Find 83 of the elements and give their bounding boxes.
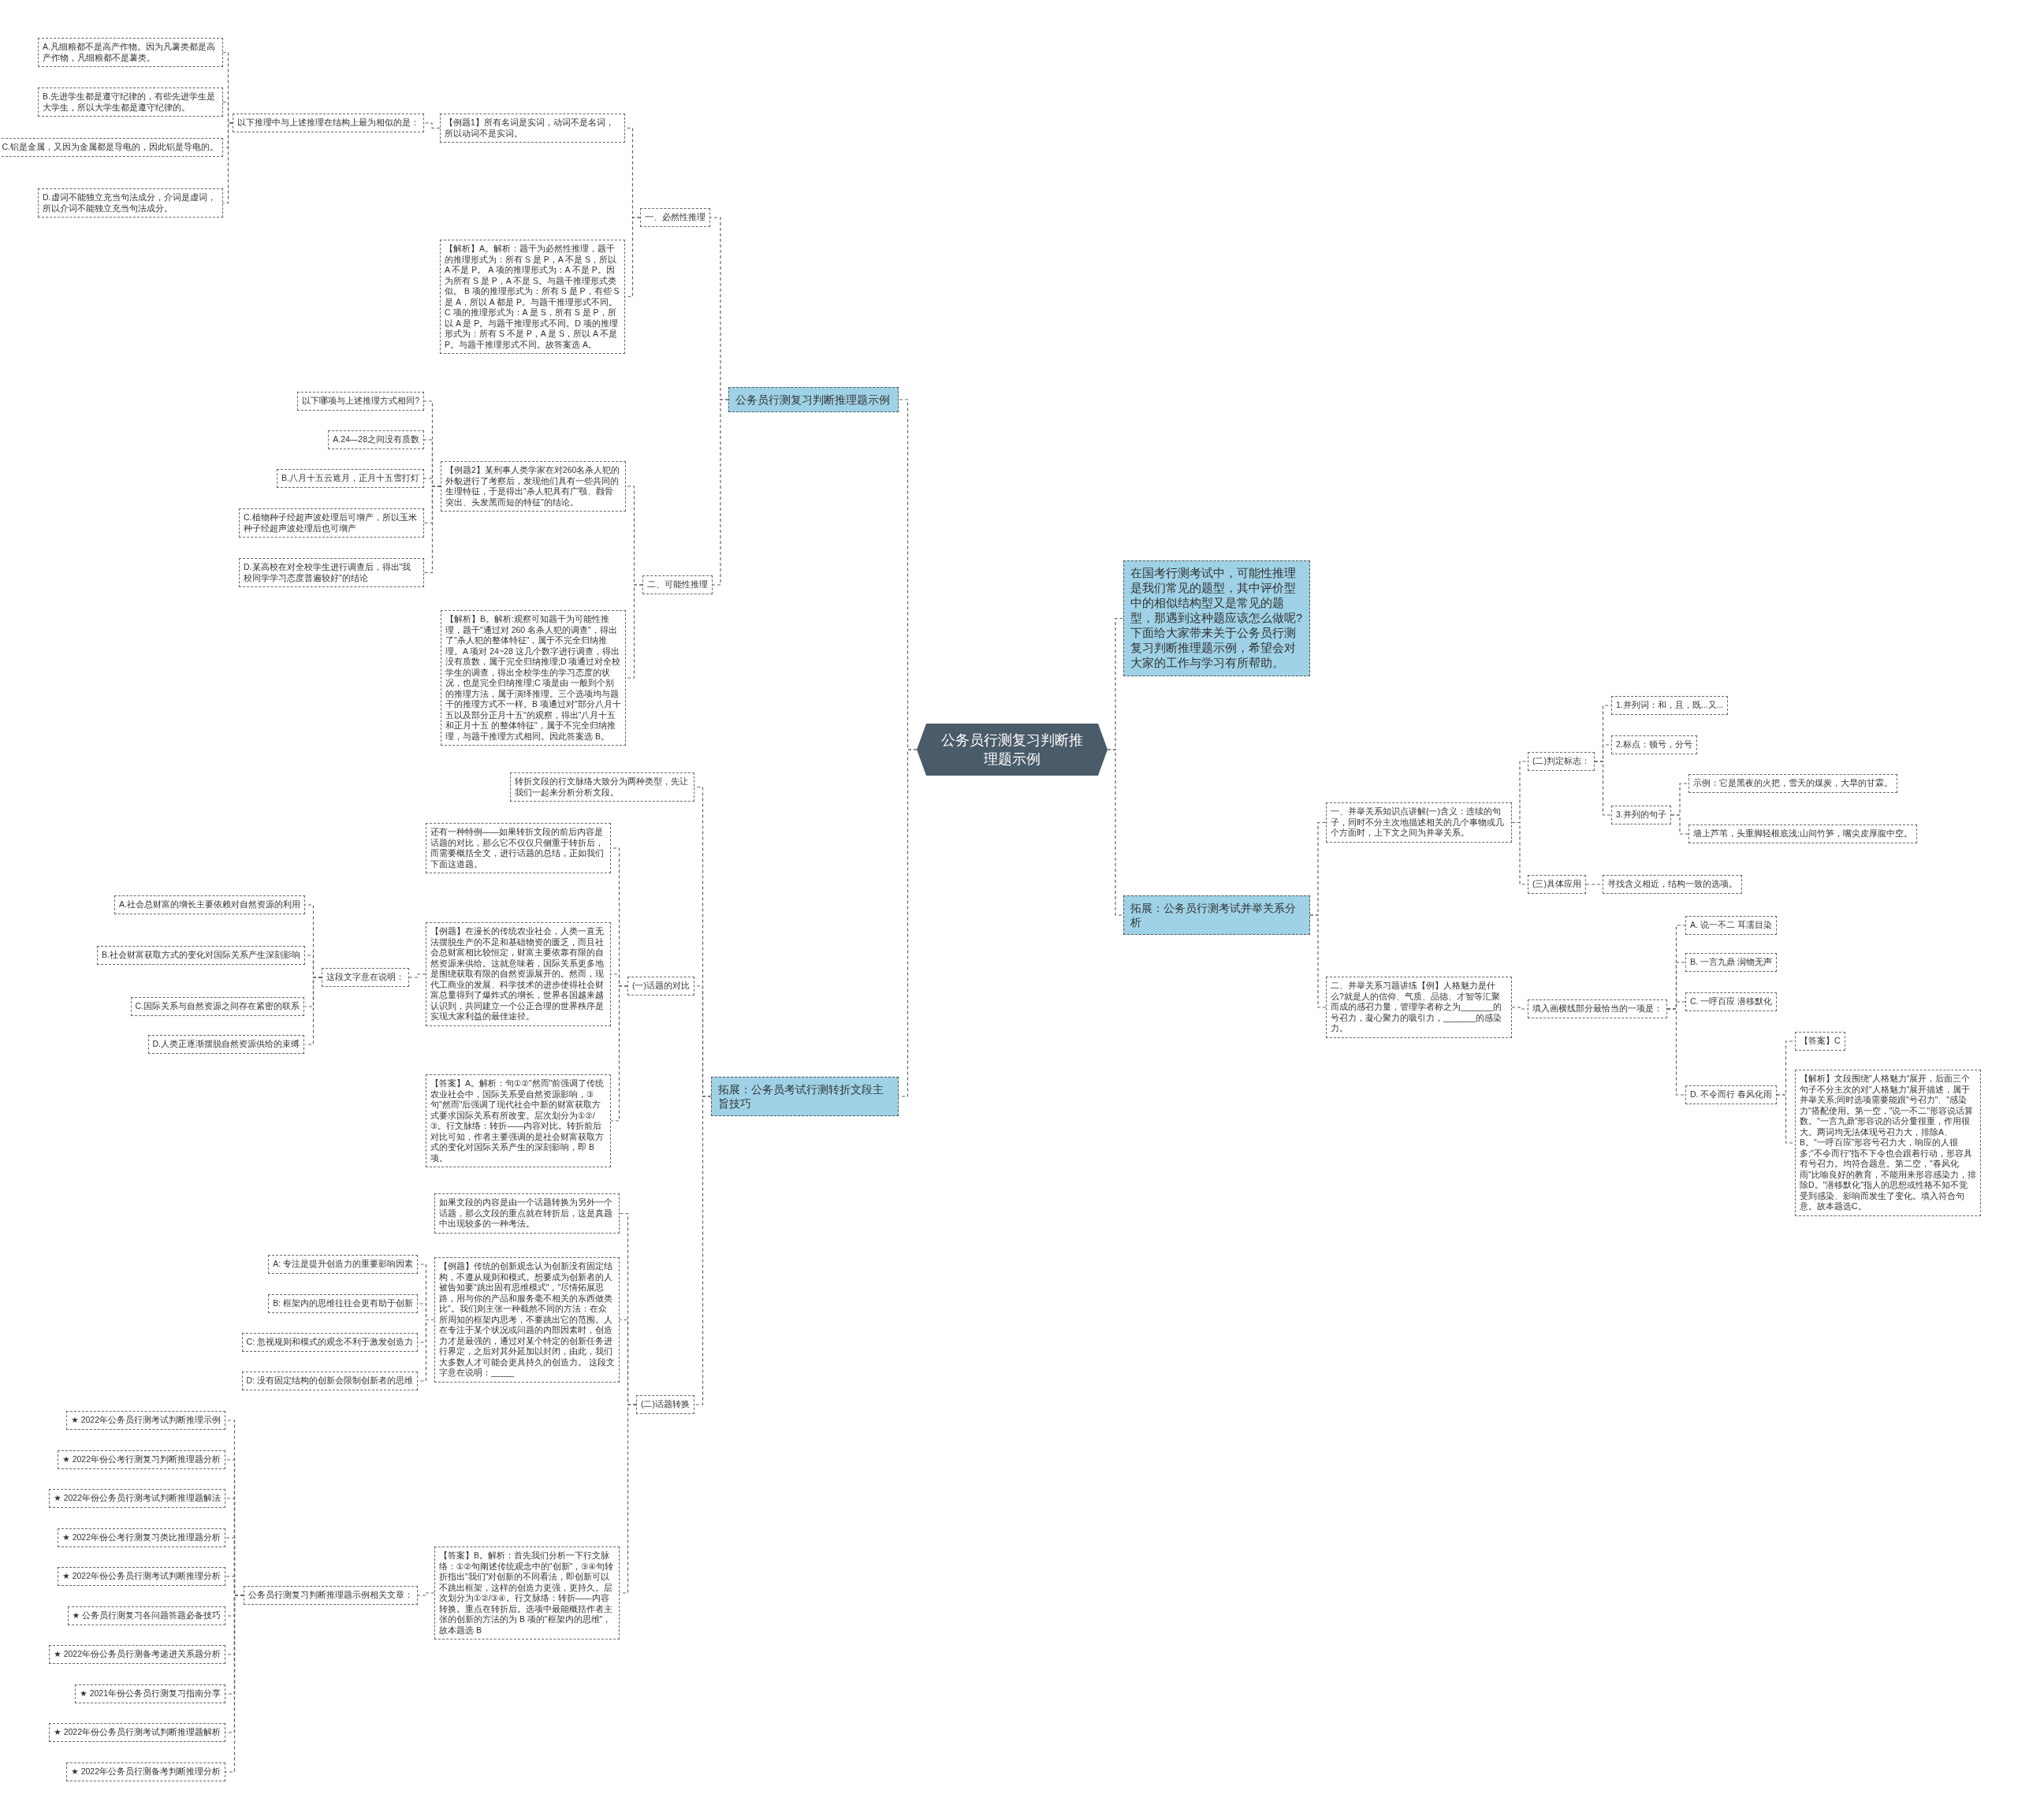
- topic-box: B.八月十五云遮月，正月十五雪打灯: [277, 469, 424, 488]
- topic-box: 一、必然性推理: [640, 208, 710, 227]
- topic-box: A.社会总财富的增长主要依赖对自然资源的利用: [114, 895, 305, 914]
- topic-box: 1.并列词：和，且，既...又...: [1611, 696, 1729, 715]
- topic-box: 【例题2】某刑事人类学家在对260名杀人犯的外貌进行了考察后，发现他们具有一些共同的生理特征，于是得出"杀人犯具有广颚、颧骨突出、头发黑而短的特征"的结论。: [441, 461, 626, 512]
- topic-box: (二)判定标志：: [1528, 752, 1595, 771]
- topic-box: ★ 2022年公务员行测考试判断推理示例: [66, 1411, 225, 1430]
- topic-box: ★ 2022年份公务员行测考试判断推理题解法: [49, 1489, 225, 1508]
- connector-line: [1666, 1008, 1686, 1096]
- connector-line: [610, 985, 628, 1122]
- topic-box: 转折文段的行文脉络大致分为两种类型，先让我们一起来分析分析文段。: [510, 772, 694, 802]
- branch-topic: 拓展：公务员考试行测转折文段主旨技巧: [711, 1077, 899, 1116]
- connector-line: [1594, 761, 1612, 816]
- topic-box: 【解析】A。解析：题干为必然性推理，题干的推理形式为：所有 S 是 P，A 不是 S，所以 A 不是 P。 A 项的推理形式为：A 不是 P。因为所有 S 是 P，A 不是 S。与题干推理形式类似。 B 项的推理形式为：所有 S 是 P，有些 S 是 A，所以 A 都是 P。与题干推理形式不同。 C 项的推理形式为：A 是 S，所有 S 是 P，所以 A 是 P。与题干推理形式不同。D 项的推理形式为：所有 S 不是 P，A 是 S，所以 A 不是 P。与题干推理形式不同。故答案选 A。: [440, 240, 625, 354]
- topic-box: 3.并列的句子: [1611, 806, 1671, 824]
- topic-box: A.24—28之间没有质数: [328, 430, 424, 449]
- connector-line: [694, 1096, 712, 1405]
- topic-box: D. 不令而行 春风化雨: [1685, 1085, 1778, 1104]
- topic-box: 【例题1】所有名词是实词，动词不是名词，所以动词不是实词。: [440, 114, 625, 143]
- topic-box: ★ 2022年份公考行测复习类比推理题分析: [58, 1528, 225, 1547]
- topic-box: C. 一呼百应 潜移默化: [1685, 992, 1778, 1011]
- branch-topic: 拓展：公务员行测考试并举关系分析: [1123, 895, 1310, 935]
- topic-box: B. 一言九鼎 润物无声: [1685, 953, 1777, 972]
- topic-box: 2.标点：顿号，分号: [1611, 735, 1697, 754]
- topic-box: C.国际关系与自然资源之间存在紧密的联系: [130, 997, 304, 1016]
- connector-line: [1670, 814, 1689, 835]
- topic-box: C.植物种子经超声波处理后可增产，所以玉米种子经超声波处理后也可增产: [239, 508, 424, 538]
- connector-line: [1107, 749, 1124, 916]
- topic-box: ★ 2022年份公务员行测考试判断推理题解析: [49, 1723, 225, 1742]
- connector-line: [222, 122, 233, 204]
- topic-box: 【解析】B。解析:观察可知题干为可能性推理，题干"通过对 260 名杀人犯的调查"，得出了"杀人犯的整体特征"，属于不完全归纳推理。A 项对 24~28 这几个数字进行调查，得出没有质数，属于完全归纳推理;D 项通过对全校学生的调查，得出全校学生的学习态度的状况，也是完全归纳推理;C 项是由 一般到个别的推理方法，属于演绎推理。三个选项均与题干的推理方式不一样。B 项通过对"部分八月十五以及部分正月十五"的观察，得出"八月十五和正月十五 的整体特征"，属于不完全归纳推理，与题干推理方式相同。因此答案选 B。: [441, 610, 626, 746]
- topic-box: ★ 2021年份公务员行测复习指南分享: [75, 1684, 225, 1703]
- topic-box: 公务员行测复习判断推理题示例相关文章：: [244, 1586, 418, 1605]
- topic-box: 【例题】在漫长的传统农业社会，人类一直无法摆脱生产的不足和基础物资的匮乏，而且社会总财富相比较恒定，财富主要依靠有限的自然资源来供给。这就意味着，国际关系更多地是围绕获取有限的自然资源展开的。然而，现代工商业的发展、科学技术的进步使得社会财富总量得到了爆炸式的增长，世界各国越来越认识到，共同建立一个公正合理的世界秩序是实现大家利益的最佳途径。: [426, 922, 611, 1026]
- topic-box: D: 没有固定结构的创新会限制创新者的思维: [241, 1372, 418, 1390]
- topic-box: 这段文字意在说明：: [322, 968, 409, 987]
- topic-box: 【答案】C: [1795, 1032, 1845, 1051]
- topic-box: A: 专注是提升创造力的重要影响因素: [268, 1255, 418, 1274]
- topic-box: 一、并举关系知识点讲解(一)含义：连续的句子，同时不分主次地描述相关的几个事物或几个方面时，上下文之间为并举关系。: [1326, 802, 1512, 843]
- topic-box: ★ 公务员行测复习各问题答题必备技巧: [67, 1606, 225, 1625]
- topic-box: ★ 2022年份公务员行测考试判断推理分析: [58, 1567, 225, 1586]
- topic-box: 【例题】传统的创新观念认为创新没有固定结构，不遵从规则和模式。想要成为创新者的人被告知要"跳出固有思维模式"，"尽情拓展思路，用与你的产品和服务毫不相关的东西做类比"。我们则主张一种截然不同的方法：在众所周知的框架内思考，不要跳出它的范围。人在专注于某个状况或问题的内部因素时，创造力才是最强的，通过对某个特定的创新任务进行界定，之后对其外延加以封闭，由此，我们大多数人才可能会更具持久的创造力。 这段文字意在说明：_____: [434, 1257, 620, 1383]
- topic-box: ★ 2022年公务员行测备考判断推理分析: [66, 1762, 225, 1781]
- topic-box: (二)话题转换: [636, 1395, 694, 1414]
- topic-box: C.铝是金属，又因为金属都是导电的，因此铝是导电的。: [0, 138, 223, 157]
- topic-box: ★ 2022年份公考行测复习判断推理题分析: [58, 1450, 225, 1469]
- topic-box: 示例：它是黑夜的火把，雪天的煤炭，大旱的甘霖。: [1688, 774, 1897, 793]
- topic-box: A. 说一不二 耳濡目染: [1685, 916, 1777, 935]
- connector-line: [712, 399, 729, 586]
- topic-box: (一)话题的对比: [627, 977, 694, 996]
- topic-box: 以下推理中与上述推理在结构上最为相似的是：: [233, 114, 424, 132]
- intro-box: 在国考行测考试中，可能性推理是我们常见的题型，其中评价型中的相似结构型又是常见的题型，那遇到这种题应该怎么做呢?下面给大家带来关于公务员行测复习判断推理题示例，希望会对大家的工作与学习有所帮助。: [1123, 560, 1310, 676]
- topic-box: 【答案】A。解析：句①②"然而"前强调了传统农业社会中，国际关系受自然资源影响，③句"然而"后强调了现代社会中新的财富获取方式要求国际关系有所改变。层次划分为①②/③。行文脉络：转折——内容对比。转折前后对比可知，作者主要强调的是社会财富获取方式的变化对国际关系产生的深刻影响，即 B 项。: [426, 1074, 611, 1167]
- topic-box: 以下哪项与上述推理方式相同?: [297, 392, 424, 411]
- topic-box: B: 框架内的思维往往会更有助于创新: [268, 1294, 418, 1313]
- topic-box: 二、可能性推理: [642, 575, 713, 594]
- topic-box: (三)具体应用: [1528, 875, 1586, 894]
- connector-line: [1309, 914, 1327, 1008]
- connector-line: [417, 1592, 435, 1596]
- connector-line: [225, 1595, 244, 1773]
- topic-box: 二、并举关系习题讲练【例】人格魅力是什么?就是人的信仰、气质、品德、才智等汇聚而成的感召力量，管理学者称之为_______的号召力，凝心聚力的吸引力，_______的感染力。: [1326, 977, 1512, 1038]
- topic-box: D.某高校在对全校学生进行调查后，得出"我校同学学习态度普遍较好"的结论: [239, 558, 424, 587]
- topic-box: 填入画横线部分最恰当的一项是：: [1528, 999, 1667, 1018]
- connector-line: [625, 584, 643, 679]
- topic-box: 还有一种特例——如果转折文段的前后内容是话题的对比，那么它不仅仅只侧重于转折后，而需要概括全文，进行话题的总结，正如我们下面这道题。: [426, 823, 611, 873]
- connector-line: [304, 977, 322, 1045]
- central-topic: 公务员行测复习判断推理题示例: [917, 724, 1108, 776]
- topic-box: 寻找含义相近，结构一致的选项。: [1603, 875, 1742, 894]
- topic-box: 墙上芦苇，头重脚轻根底浅;山间竹笋，嘴尖皮厚腹中空。: [1688, 824, 1917, 843]
- connector-line: [423, 486, 441, 574]
- topic-box: ★ 2022年份公务员行测备考递进关系题分析: [49, 1645, 225, 1664]
- topic-box: 【答案】B。解析：首先我们分析一下行文脉络：①②句阐述传统观念中的"创新"，③④句转折指出"我们"对创新的不同看法，即创新可以不跳出框架，这样的创造力更强，更持久。层次划分为①②/③④。行文脉络：转折——内容转换。重点在转折后。选项中最能概括作者主张的创新的方法的为 B 项的"框架内的思维"，故本题选 B: [434, 1546, 620, 1639]
- topic-box: C: 忽视规则和模式的观念不利于激发创造力: [241, 1333, 418, 1352]
- connector-line: [423, 122, 441, 129]
- topic-box: D.人类正逐渐摆脱自然资源供给的束缚: [147, 1035, 304, 1054]
- topic-box: 【解析】文段围绕"人格魅力"展开，后面三个句子不分主次的对"人格魅力"展开描述，属于并举关系;同时选项需要能跟"号召力"、"感染力"搭配使用。第一空，"说一不二"形容说话算数。"一言九鼎"形容说的话分量很重，作用很大。两词均无法体现号召力大，排除A、B。"一呼百应"形容号召力大，响应的人很多;"不令而行"指不下令也会跟着行动，形容具有号召力。均符合题意。第二空，"春风化雨"比喻良好的教育，不能用来形容感染力，排除D。"潜移默化"指人的思想或性格不知不觉受到感染、影响而发生了变化。填入符合句意。故本题选C。: [1795, 1070, 1981, 1216]
- topic-box: B.社会财富获取方式的变化对国际关系产生深刻影响: [97, 946, 305, 965]
- topic-box: B.先进学生都是遵守纪律的，有些先进学生是大学生，所以大学生都是遵守纪律的。: [38, 87, 223, 117]
- branch-topic: 公务员行测复习判断推理题示例: [728, 387, 899, 412]
- topic-box: 如果文段的内容是由一个话题转换为另外一个话题，那么文段的重点就在转折后，这是真题中出现较多的一种考法。: [434, 1193, 620, 1234]
- topic-box: A.凡细粮都不是高产作物。因为凡薯类都是高产作物，凡细粮都不是薯类。: [38, 38, 223, 67]
- connector-line: [408, 973, 426, 978]
- topic-box: D.虚词不能独立充当句法成分，介词是虚词，所以介词不能独立充当句法成分。: [38, 188, 223, 218]
